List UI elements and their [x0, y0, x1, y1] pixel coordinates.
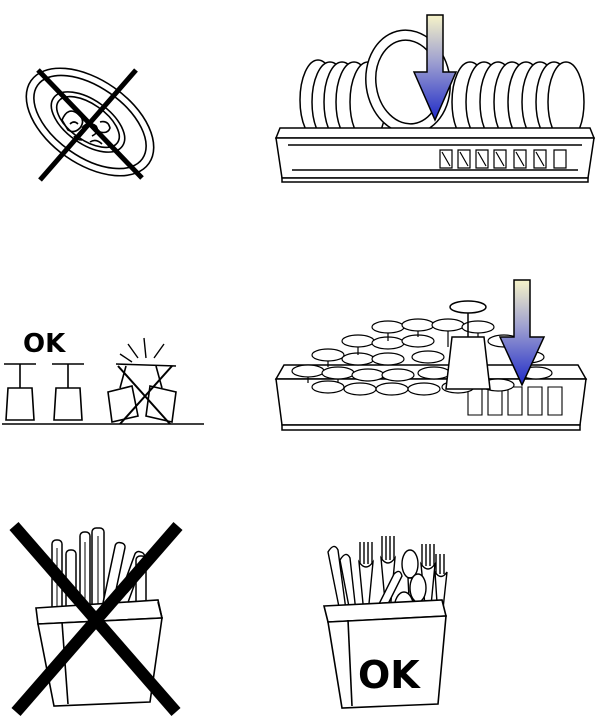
cutlery-wrong-panel: [8, 520, 188, 718]
crossed-cutlery-basket-icon: [8, 520, 188, 718]
ok-label: OK: [23, 329, 66, 359]
dirty-plate-panel: [0, 50, 175, 190]
ok-label: OK: [358, 653, 421, 697]
plate-rack-loading-icon: [270, 10, 600, 185]
glass-rack-loading-icon: [268, 275, 600, 435]
glass-stacking-icon: OK: [0, 320, 210, 430]
cutlery-right-panel: OK: [318, 530, 458, 715]
glass-stacking-panel: OK: [0, 320, 210, 430]
glass-rack-panel: [268, 275, 600, 435]
cutlery-basket-ok-icon: OK: [318, 530, 458, 715]
crossed-dirty-plate-icon: [0, 50, 175, 190]
plate-rack-panel: [270, 10, 600, 185]
